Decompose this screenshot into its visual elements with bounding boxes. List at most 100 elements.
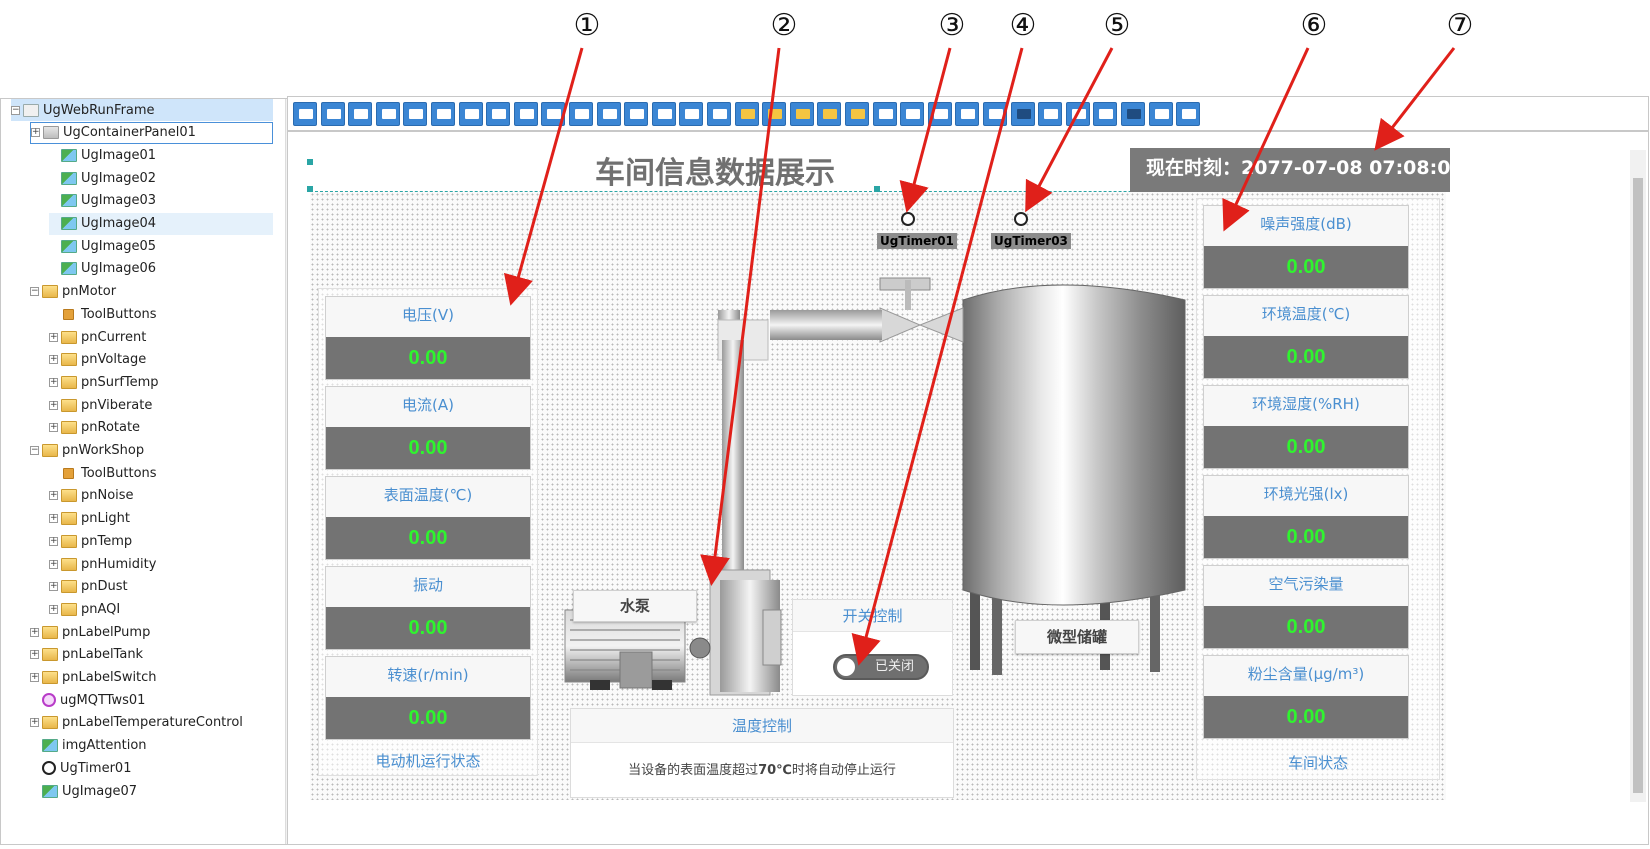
http-icon[interactable]: [1148, 102, 1173, 126]
splitter-icon[interactable]: [872, 102, 897, 126]
listbox-icon[interactable]: [431, 102, 455, 126]
canvas-scrollbar[interactable]: [1630, 150, 1646, 802]
scrollbox-icon[interactable]: [955, 102, 980, 126]
stopwatch-icon[interactable]: [901, 212, 915, 226]
tree-icon[interactable]: [1038, 102, 1063, 126]
tree-item[interactable]: UgTimer01: [30, 757, 273, 779]
tree-toggle-icon[interactable]: −: [11, 104, 20, 115]
selection-handle[interactable]: [874, 186, 880, 192]
tree-item[interactable]: +pnLight: [49, 508, 273, 530]
frame-panel-icon[interactable]: [845, 102, 869, 126]
tree-item[interactable]: +UgContainerPanel01: [30, 121, 273, 144]
combo-icon[interactable]: [651, 102, 676, 126]
tree-item[interactable]: −pnWorkShop: [30, 440, 273, 462]
memo-icon[interactable]: [624, 102, 649, 126]
progress-bar-icon[interactable]: [348, 102, 373, 126]
image-icon[interactable]: [734, 102, 759, 126]
tree-item[interactable]: +pnLabelTank: [30, 644, 273, 666]
table-icon[interactable]: [1065, 102, 1090, 126]
stopwatch-icon[interactable]: [1014, 212, 1028, 226]
selection-handle[interactable]: [307, 186, 313, 192]
tree-toggle-icon[interactable]: +: [49, 399, 58, 410]
stopwatch-icon[interactable]: [1121, 102, 1145, 126]
tree-item[interactable]: ToolButtons: [49, 303, 273, 325]
sensor-card: 环境温度(℃)0.00: [1203, 295, 1409, 379]
number-edit-icon[interactable]: [569, 102, 593, 126]
tree-item[interactable]: +pnDust: [49, 576, 273, 598]
tree-item[interactable]: +pnLabelPump: [30, 621, 273, 643]
tree-item[interactable]: +pnLabelSwitch: [30, 667, 273, 689]
component-tree[interactable]: ▲ ▼ −UgWebRunFrame+UgContainerPanel01UgI…: [0, 98, 302, 845]
grid-icon[interactable]: [458, 102, 483, 126]
text-edit-icon[interactable]: [513, 102, 538, 126]
timer-label-1[interactable]: UgTimer01: [877, 233, 957, 249]
tabs-icon[interactable]: [679, 102, 704, 126]
tree-item[interactable]: +pnSurfTemp: [49, 371, 273, 393]
tree-item[interactable]: UgImage04: [49, 212, 273, 235]
film-icon[interactable]: [983, 102, 1007, 126]
tree-item[interactable]: −UgWebRunFrame: [11, 99, 273, 121]
tree-item[interactable]: UgImage02: [49, 167, 273, 189]
tree-item[interactable]: +pnHumidity: [49, 553, 273, 575]
tree-toggle-icon[interactable]: +: [49, 354, 58, 365]
tree-toggle-icon[interactable]: +: [49, 558, 58, 569]
tree-item[interactable]: +pnCurrent: [49, 326, 273, 348]
tree-toggle-icon[interactable]: +: [30, 672, 39, 682]
panel-icon[interactable]: [762, 102, 787, 126]
group-box-icon[interactable]: [817, 102, 842, 126]
folder-panel-icon[interactable]: [789, 102, 814, 126]
tree-item[interactable]: UgImage05: [49, 235, 273, 257]
tree-toggle-icon[interactable]: +: [30, 717, 39, 728]
power-toggle[interactable]: 已关闭: [833, 654, 929, 680]
tree-item[interactable]: UgImage06: [49, 258, 273, 280]
container-icon[interactable]: [927, 102, 952, 126]
tree-toggle-icon[interactable]: +: [49, 581, 58, 592]
tree-toggle-icon[interactable]: +: [49, 490, 58, 501]
toolbar-glyph: [575, 109, 589, 119]
tree-toggle-icon[interactable]: −: [30, 286, 39, 297]
canvas-scroll-thumb[interactable]: [1633, 178, 1643, 793]
page-icon[interactable]: [900, 102, 925, 126]
tree-item[interactable]: +pnLabelTemperatureControl: [30, 712, 273, 734]
tree-item[interactable]: +pnTemp: [49, 530, 273, 552]
pdf-icon[interactable]: [1093, 102, 1118, 126]
ok-button-icon[interactable]: [320, 102, 345, 126]
selection-handle[interactable]: [307, 159, 313, 165]
toolbuttons-icon: [63, 467, 74, 479]
tree-toggle-icon[interactable]: +: [49, 422, 58, 433]
tree-item[interactable]: +pnViberate: [49, 394, 273, 416]
font-icon[interactable]: [486, 102, 511, 126]
chart-icon[interactable]: [1010, 102, 1035, 126]
tree-toggle-icon[interactable]: +: [49, 331, 58, 342]
toolbar-glyph: [933, 109, 948, 119]
tree-toggle-icon[interactable]: +: [30, 649, 39, 660]
list-icon[interactable]: [707, 102, 731, 126]
tree-toggle-icon[interactable]: +: [31, 127, 40, 138]
tree-item[interactable]: imgAttention: [30, 735, 273, 757]
checkbox-list-icon[interactable]: [293, 102, 317, 126]
tree-item[interactable]: −pnMotor: [30, 281, 273, 303]
checkbox-icon[interactable]: [403, 102, 428, 126]
date-edit-icon[interactable]: [596, 102, 621, 126]
tree-item[interactable]: UgImage03: [49, 190, 273, 212]
ftp-icon[interactable]: [1176, 102, 1201, 126]
tree-toggle-icon[interactable]: +: [49, 535, 58, 546]
image-icon: [61, 239, 77, 253]
tree-item[interactable]: +pnVoltage: [49, 349, 273, 371]
timer-label-2[interactable]: UgTimer03: [991, 233, 1071, 249]
tree-item[interactable]: +pnAQI: [49, 598, 273, 620]
radio-icon[interactable]: [375, 102, 400, 126]
tree-toggle-icon[interactable]: +: [49, 603, 58, 614]
edit-box-icon[interactable]: [541, 102, 566, 126]
tree-item[interactable]: +pnRotate: [49, 417, 273, 439]
tree-item[interactable]: ToolButtons: [49, 462, 273, 484]
tree-item[interactable]: +pnNoise: [49, 485, 273, 507]
workshop-panel-title: 车间状态: [1287, 754, 1348, 772]
tree-toggle-icon[interactable]: +: [49, 513, 58, 524]
tree-toggle-icon[interactable]: +: [49, 376, 58, 387]
tree-item[interactable]: UgImage01: [49, 144, 273, 166]
tree-toggle-icon[interactable]: −: [30, 445, 39, 455]
tree-item[interactable]: UgImage07: [30, 780, 273, 802]
tree-item[interactable]: ugMQTTws01: [30, 689, 273, 711]
tree-toggle-icon[interactable]: +: [30, 626, 39, 637]
